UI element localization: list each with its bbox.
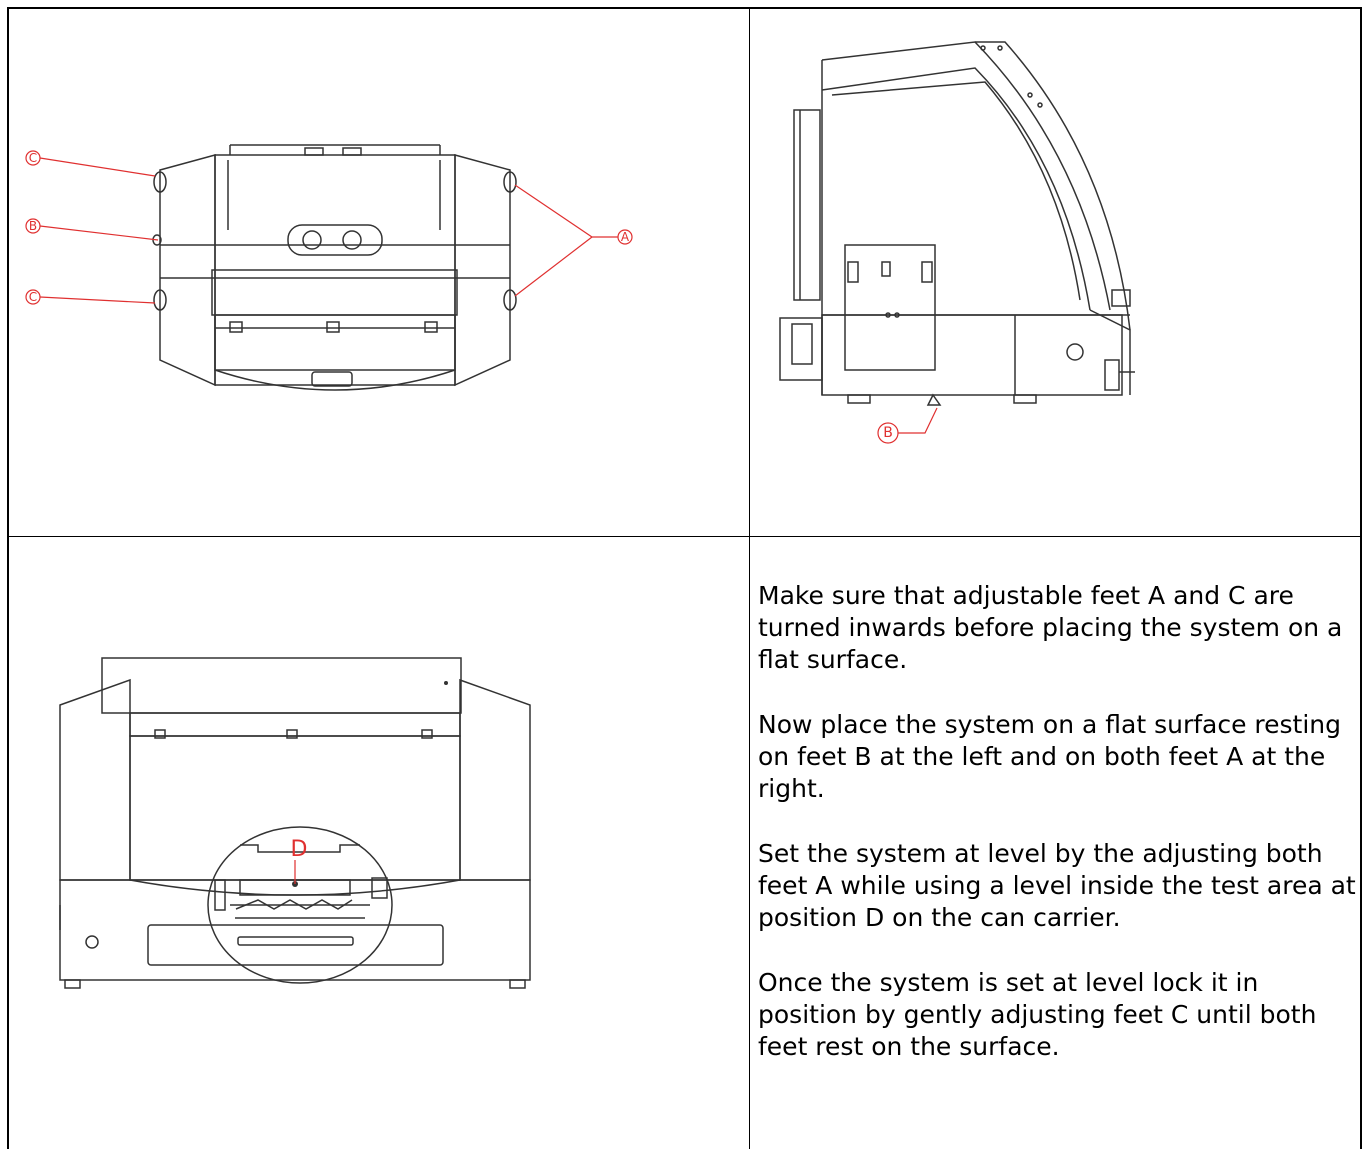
svg-text:B: B: [883, 425, 893, 441]
svg-text:C: C: [29, 151, 37, 165]
instruction-paragraph: Make sure that adjustable feet A and C a…: [758, 581, 1343, 674]
callout-label-c-lower: C: [29, 290, 37, 304]
callout-label-b-side: B: [883, 425, 893, 441]
svg-text:B: B: [29, 219, 37, 233]
callout-label-a: A: [621, 230, 630, 244]
svg-text:D: D: [291, 837, 308, 862]
callout-label-c-upper: C: [29, 151, 37, 165]
callout-label-d: D: [291, 837, 308, 862]
instructions-text: Make sure that adjustable feet A and C a…: [758, 580, 1358, 1096]
svg-text:A: A: [621, 230, 630, 244]
svg-text:C: C: [29, 290, 37, 304]
instruction-paragraph: Set the system at level by the adjusting…: [758, 839, 1356, 932]
callout-label-b: B: [29, 219, 37, 233]
cell-instructions: [749, 536, 1362, 1149]
instruction-paragraph: Now place the system on a flat surface r…: [758, 710, 1342, 803]
instruction-paragraph: Once the system is set at level lock it …: [758, 968, 1317, 1061]
